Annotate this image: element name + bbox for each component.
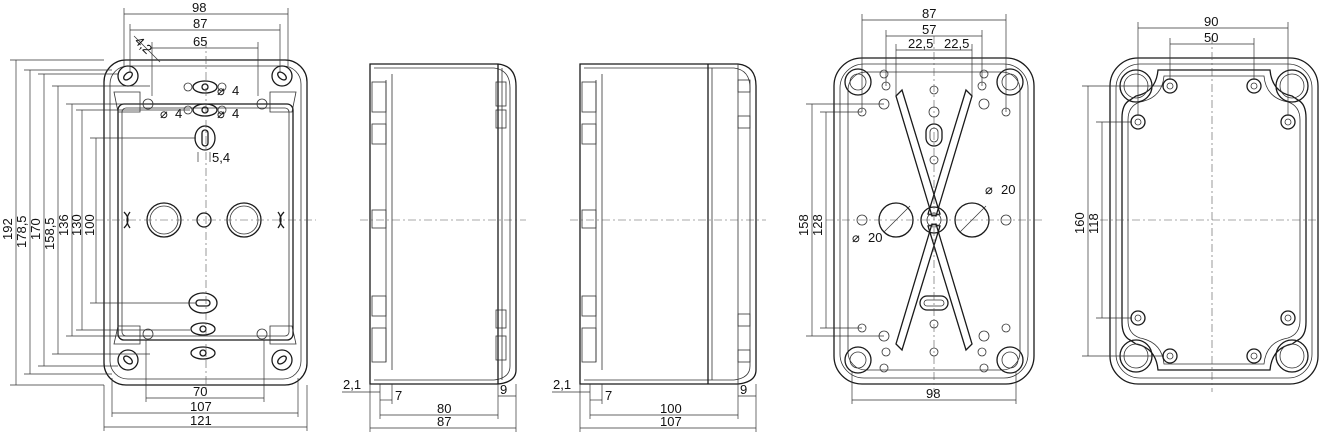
front-dim-192: 192 — [0, 218, 15, 240]
back-left-dimensions — [806, 103, 884, 337]
lid-dim-118: 118 — [1086, 213, 1101, 234]
side-short-ribs — [371, 81, 507, 363]
front-dia-symbol-b: ⌀ — [160, 106, 168, 121]
front-dim-170: 170 — [28, 218, 43, 240]
side-long-dim-overall: 107 — [660, 414, 682, 429]
front-top-dimensions — [123, 8, 289, 96]
back-dim-d20-a: 20 — [1001, 182, 1015, 197]
front-inner-wall — [121, 107, 290, 337]
front-dim-107: 107 — [190, 399, 212, 414]
lid-gasket-groove — [1121, 69, 1307, 371]
side-view-long: 2,1 7 100 107 9 — [552, 63, 766, 432]
side-long-dim-wall: 2,1 — [553, 377, 571, 392]
side-long-dim-flange: 9 — [740, 382, 747, 397]
front-flange-outline — [109, 65, 302, 380]
front-dim-158-5: 158,5 — [42, 217, 57, 250]
front-dim-121: 121 — [190, 413, 212, 428]
front-dim-130: 130 — [69, 214, 84, 236]
side-view-short: 2,1 7 80 87 9 — [342, 63, 526, 432]
back-dim-158: 158 — [796, 214, 811, 236]
lid-view: 90 50 160 118 — [1072, 14, 1319, 392]
back-dim-57: 57 — [922, 22, 936, 37]
lid-left-dimensions — [1082, 85, 1164, 357]
lid-dim-50: 50 — [1204, 30, 1218, 45]
front-dim-100: 100 — [82, 214, 97, 236]
back-dim-d20-b: 20 — [868, 230, 882, 245]
front-dim-slot: 5,4 — [212, 150, 230, 165]
front-dim-d4-b: 4 — [175, 106, 182, 121]
side-short-dim-overall: 87 — [437, 414, 451, 429]
lid-dim-160: 160 — [1072, 212, 1087, 234]
side-short-outline — [369, 63, 517, 385]
front-dim-178-5: 178,5 — [14, 215, 29, 248]
side-short-dim-lip: 7 — [395, 388, 402, 403]
lid-mounting-holes — [1130, 78, 1296, 364]
front-dim-136: 136 — [56, 214, 71, 236]
back-dim-22-5-left: 22,5 — [908, 36, 933, 51]
lid-outer-outline — [1109, 57, 1319, 385]
back-top-dimensions — [861, 14, 1007, 112]
side-short-dim-flange: 9 — [500, 382, 507, 397]
back-bottom-dimensions — [851, 372, 1017, 404]
front-bottom-dimensions — [103, 340, 308, 431]
lid-corner-screws — [1119, 69, 1309, 373]
side-short-dim-depth: 80 — [437, 401, 451, 416]
front-outer-outline — [103, 59, 308, 386]
back-dia-symbol-b: ⌀ — [852, 230, 860, 245]
front-dia-symbol-c: ⌀ — [217, 106, 225, 121]
front-dim-65: 65 — [193, 34, 207, 49]
lid-dim-90: 90 — [1204, 14, 1218, 29]
front-dim-70: 70 — [193, 384, 207, 399]
front-dim-d4-a: 4 — [232, 83, 239, 98]
side-long-outline — [579, 63, 757, 385]
front-view: 98 87 65 4,2 ⌀ 4 ⌀ 4 ⌀ 4 5,4 192 178,5 1… — [0, 0, 316, 431]
side-long-dim-depth: 100 — [660, 401, 682, 416]
front-dim-98: 98 — [192, 0, 206, 15]
back-dia-symbol-a: ⌀ — [985, 182, 993, 197]
side-short-dim-wall: 2,1 — [343, 377, 361, 392]
front-dim-d4-c: 4 — [232, 106, 239, 121]
back-dim-22-5-right: 22,5 — [944, 36, 969, 51]
side-long-dim-lip: 7 — [605, 388, 612, 403]
front-dim-87: 87 — [193, 16, 207, 31]
lid-top-dimensions — [1137, 22, 1289, 116]
front-left-dimensions — [10, 59, 196, 386]
front-dia-symbol-a: ⌀ — [217, 83, 225, 98]
back-dim-128: 128 — [810, 214, 825, 236]
back-view: 87 57 22,5 22,5 158 128 ⌀ 20 ⌀ 20 98 — [796, 6, 1042, 404]
side-long-ribs — [581, 79, 751, 363]
back-dim-87: 87 — [922, 6, 936, 21]
front-inner-cavity — [117, 103, 294, 341]
side-long-dimensions — [552, 384, 757, 432]
back-dim-98: 98 — [926, 386, 940, 401]
front-corner-pockets — [113, 65, 297, 371]
side-short-dimensions — [342, 384, 517, 432]
